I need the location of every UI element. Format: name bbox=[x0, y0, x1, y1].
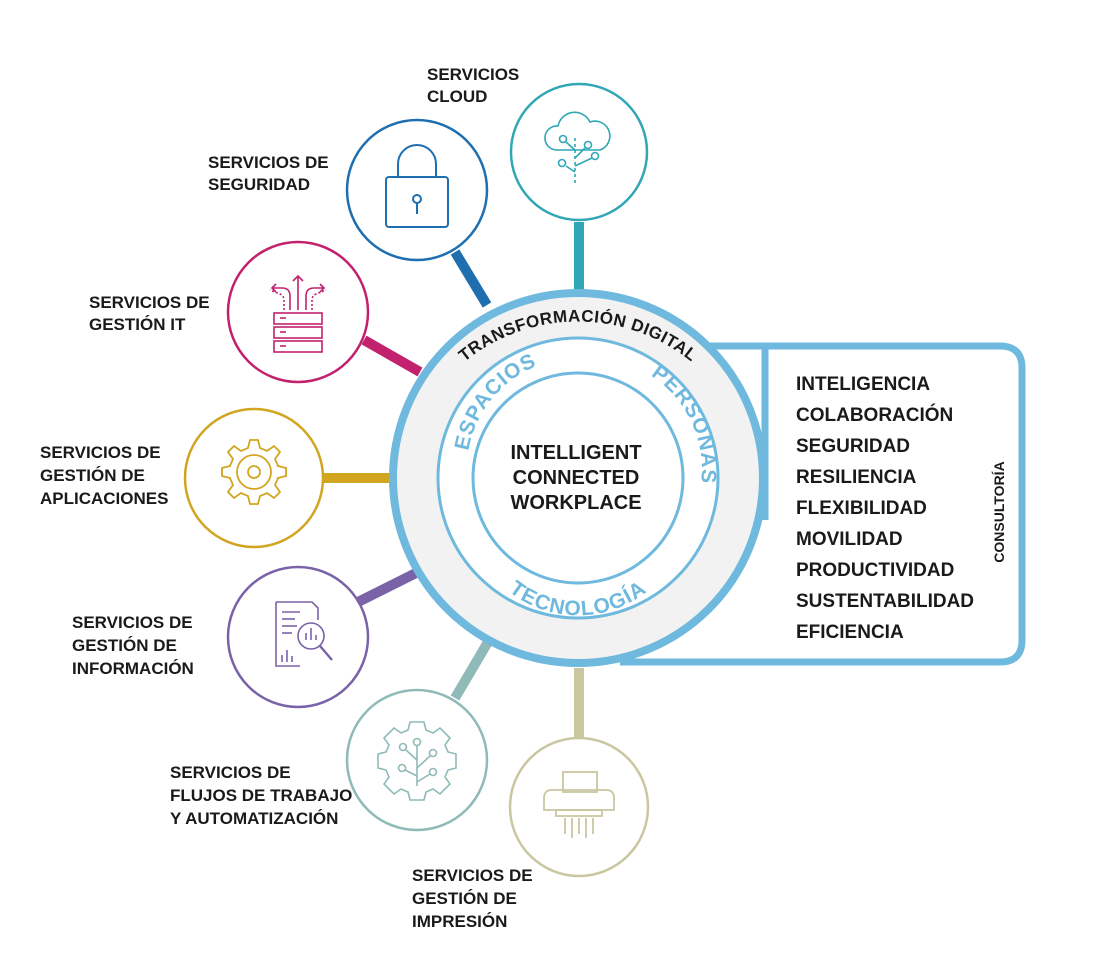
service-label-line: SERVICIOS DE bbox=[89, 293, 210, 312]
service-node-impresion[interactable]: SERVICIOS DE GESTIÓN DE IMPRESIÓN bbox=[412, 736, 650, 931]
value-item: FLEXIBILIDAD bbox=[796, 498, 927, 519]
value-item: SUSTENTABILIDAD bbox=[796, 591, 974, 612]
service-node-flujos[interactable]: SERVICIOS DE FLUJOS DE TRABAJO Y AUTOMAT… bbox=[170, 688, 489, 832]
service-node-gestion-it[interactable]: SERVICIOS DE GESTIÓN IT bbox=[89, 240, 370, 384]
server-arrows-icon bbox=[269, 274, 327, 353]
service-label-line: SERVICIOS DE bbox=[208, 153, 329, 172]
connectors bbox=[322, 222, 584, 738]
service-label-line: SERVICIOS DE bbox=[40, 443, 161, 462]
connector-seguridad bbox=[450, 249, 492, 308]
service-circle bbox=[508, 736, 650, 878]
center-title-line: WORKPLACE bbox=[510, 492, 641, 514]
service-circle bbox=[226, 240, 370, 384]
service-label-line: SERVICIOS DE bbox=[72, 613, 193, 632]
service-label-line: GESTIÓN DE bbox=[40, 466, 145, 485]
gear-circuit-icon bbox=[377, 721, 457, 801]
service-label-line: GESTIÓN IT bbox=[89, 315, 186, 334]
connector-gestion-it bbox=[361, 335, 423, 377]
service-label-line: Y AUTOMATIZACIÓN bbox=[170, 809, 338, 828]
service-circle bbox=[509, 82, 649, 222]
service-label-line: APLICACIONES bbox=[40, 489, 168, 508]
consultoria-label: CONSULTORÍA bbox=[991, 461, 1007, 562]
service-label-line: CLOUD bbox=[427, 87, 487, 106]
value-item: COLABORACIÓN bbox=[796, 404, 953, 426]
service-label-line: GESTIÓN DE bbox=[412, 889, 517, 908]
value-item: MOVILIDAD bbox=[796, 529, 903, 550]
gear-icon bbox=[221, 439, 287, 505]
connector-informacion bbox=[355, 567, 421, 607]
service-node-aplicaciones[interactable]: SERVICIOS DE GESTIÓN DE APLICACIONES bbox=[40, 407, 325, 549]
connector-flujos bbox=[450, 639, 493, 701]
document-search-icon bbox=[275, 601, 333, 667]
center-title-line: CONNECTED bbox=[513, 467, 640, 489]
cloud-network-icon bbox=[544, 111, 611, 186]
center-title-line: INTELLIGENT bbox=[510, 442, 641, 464]
service-label-line: INFORMACIÓN bbox=[72, 659, 194, 678]
service-label-line: SERVICIOS bbox=[427, 65, 519, 84]
value-item: RESILIENCIA bbox=[796, 467, 917, 488]
printer-icon bbox=[543, 771, 615, 838]
service-label-line: SEGURIDAD bbox=[208, 175, 310, 194]
service-node-informacion[interactable]: SERVICIOS DE GESTIÓN DE INFORMACIÓN bbox=[72, 565, 370, 709]
service-node-seguridad[interactable]: SERVICIOS DE SEGURIDAD bbox=[208, 118, 489, 262]
hub-inner-ring bbox=[471, 371, 685, 585]
padlock-icon bbox=[385, 144, 449, 228]
values-panel-border bbox=[620, 342, 1026, 666]
service-circle bbox=[345, 118, 489, 262]
value-item: EFICIENCIA bbox=[796, 622, 904, 643]
values-list: INTELIGENCIA COLABORACIÓN SEGURIDAD RESI… bbox=[796, 374, 974, 643]
value-item: SEGURIDAD bbox=[796, 436, 910, 457]
service-label-line: IMPRESIÓN bbox=[412, 912, 507, 931]
values-panel: INTELIGENCIA COLABORACIÓN SEGURIDAD RESI… bbox=[620, 342, 1026, 666]
service-label-line: GESTIÓN DE bbox=[72, 636, 177, 655]
central-hub: TRANSFORMACIÓN DIGITAL ESPACIOS PERSONAS… bbox=[389, 289, 767, 667]
value-item: INTELIGENCIA bbox=[796, 374, 930, 395]
service-label-line: SERVICIOS DE bbox=[412, 866, 533, 885]
service-label-line: SERVICIOS DE bbox=[170, 763, 291, 782]
service-node-cloud[interactable]: SERVICIOS CLOUD bbox=[427, 65, 649, 222]
value-item: PRODUCTIVIDAD bbox=[796, 560, 954, 581]
service-label-line: FLUJOS DE TRABAJO bbox=[170, 786, 352, 805]
